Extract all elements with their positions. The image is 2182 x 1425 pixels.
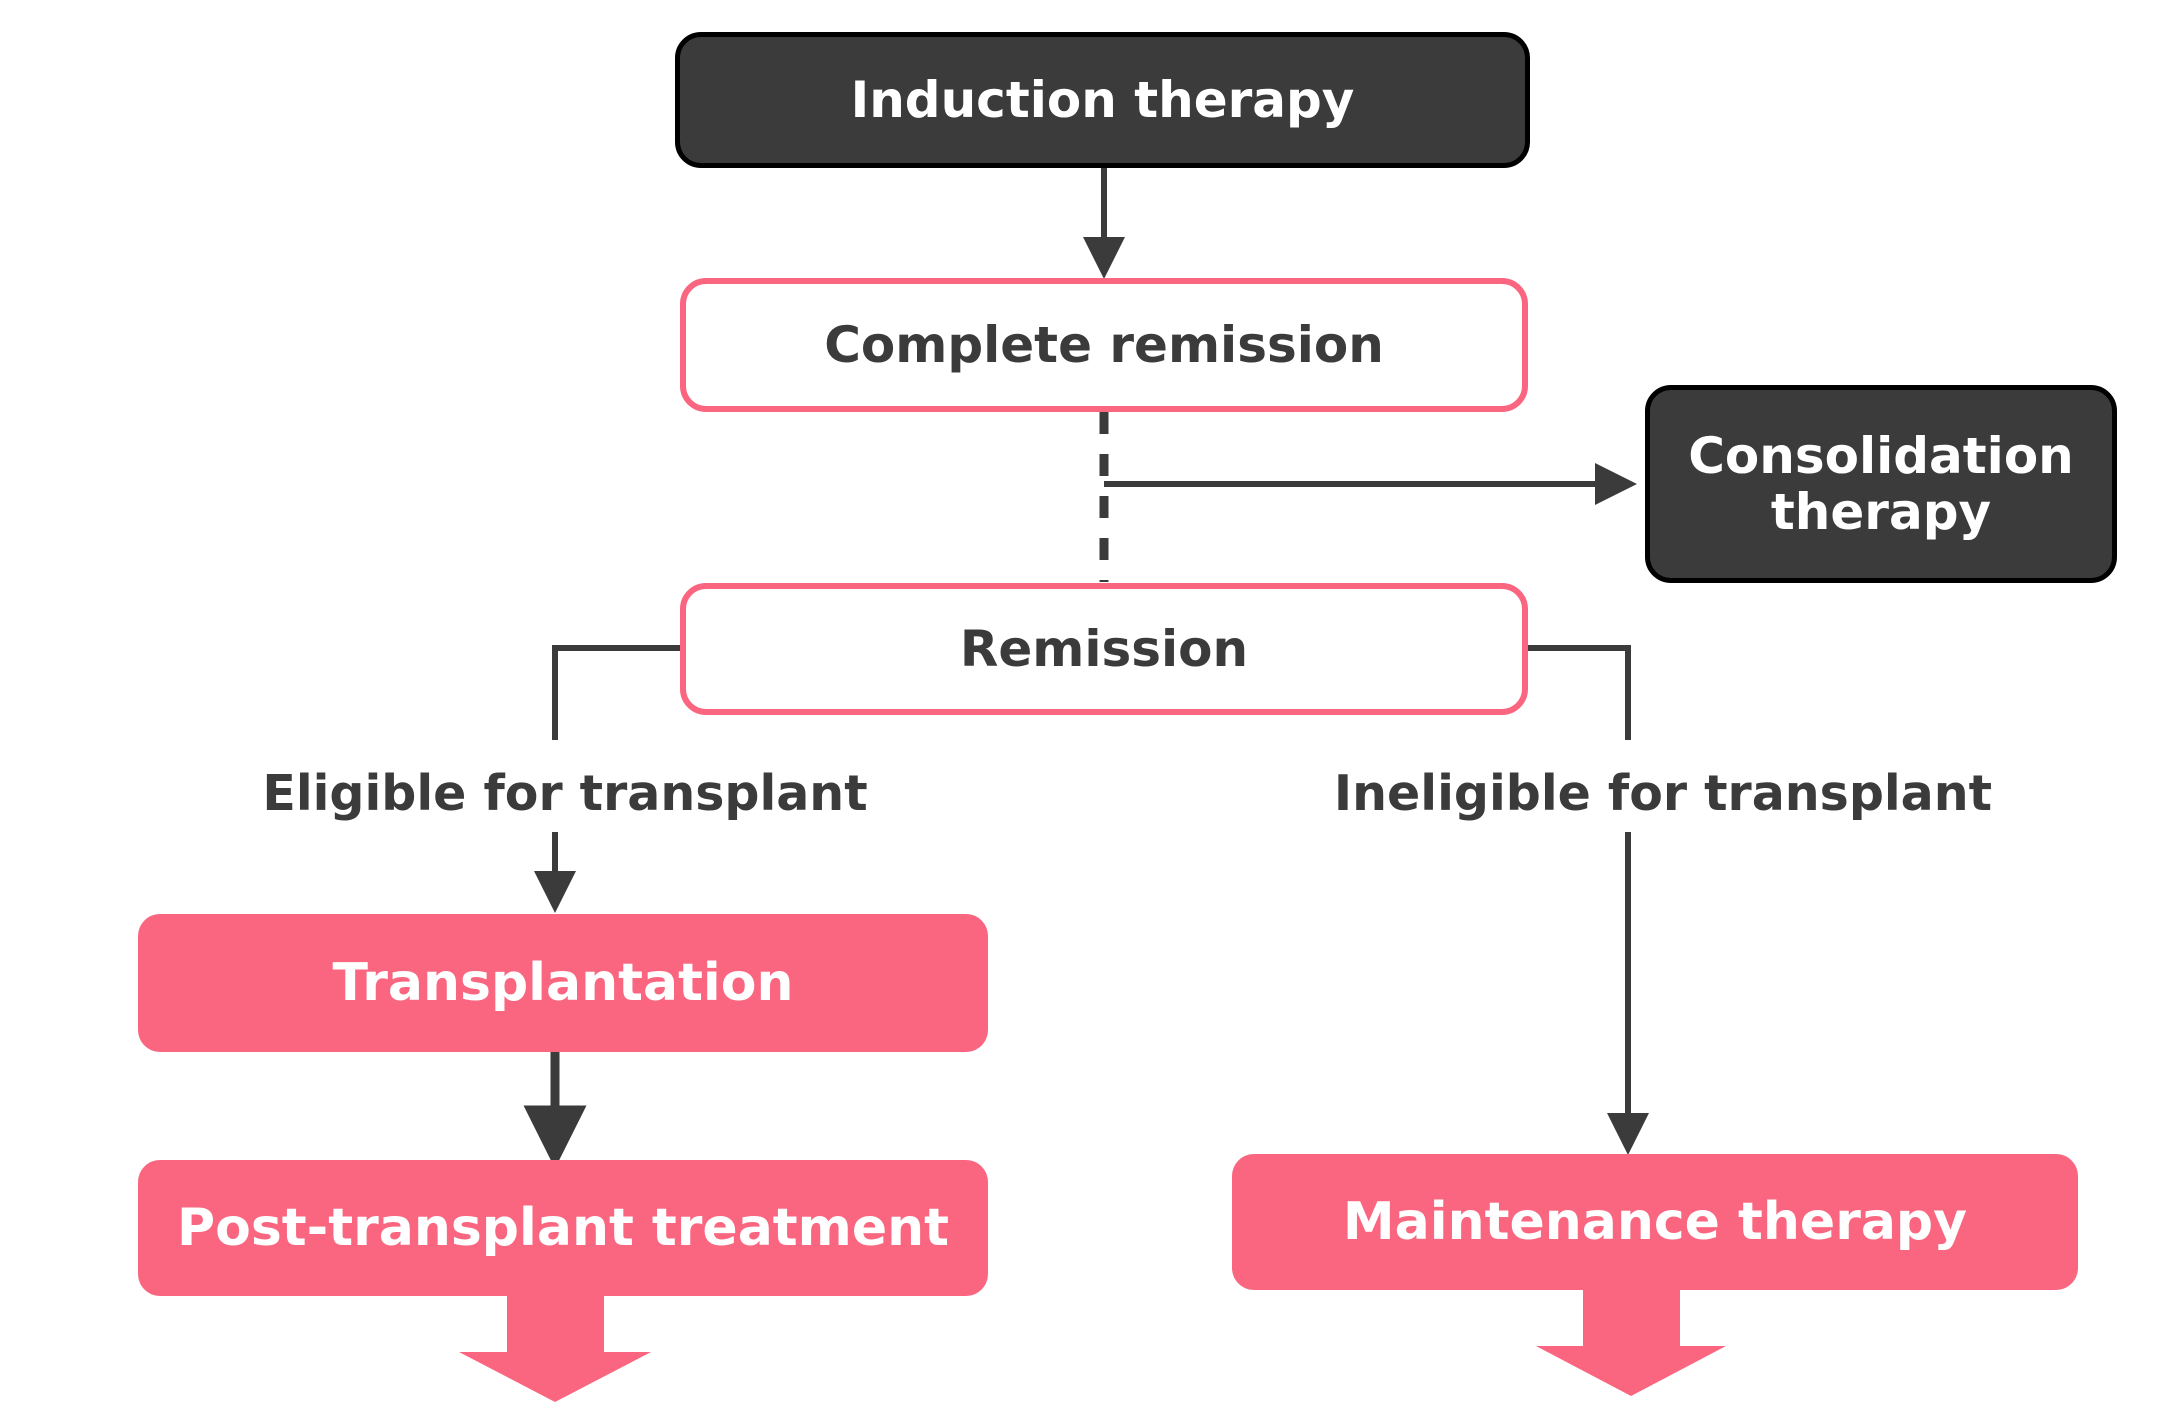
node-consolidation-therapy[interactable]: Consolidation therapy <box>1645 385 2117 583</box>
node-induction-therapy[interactable]: Induction therapy <box>675 32 1530 168</box>
node-induction-therapy-label: Induction therapy <box>850 71 1355 129</box>
edge-remission-right-elbow <box>1524 645 1631 740</box>
node-consolidation-therapy-label: Consolidation therapy <box>1688 427 2074 541</box>
edge-label-ineligible-text: Ineligible for transplant <box>1333 765 1993 822</box>
block-arrow-posttransplant-continue <box>459 1295 651 1402</box>
node-post-transplant-treatment[interactable]: Post-transplant treatment <box>138 1160 988 1296</box>
node-complete-remission-label: Complete remission <box>824 316 1384 374</box>
node-transplantation[interactable]: Transplantation <box>138 914 988 1052</box>
block-arrow-maintenance-continue <box>1536 1290 1726 1396</box>
node-maintenance-therapy[interactable]: Maintenance therapy <box>1232 1154 2078 1290</box>
node-remission[interactable]: Remission <box>680 583 1528 715</box>
node-complete-remission[interactable]: Complete remission <box>680 278 1528 412</box>
node-maintenance-therapy-label: Maintenance therapy <box>1342 1191 1968 1252</box>
edge-label-eligible-text: Eligible for transplant <box>262 765 868 822</box>
node-remission-label: Remission <box>959 620 1249 678</box>
edge-label-eligible-for-transplant: Eligible for transplant <box>262 765 867 822</box>
edge-label-ineligible-for-transplant: Ineligible for transplant <box>1334 765 1992 822</box>
edge-remission-left-elbow <box>552 645 683 740</box>
node-post-transplant-treatment-label: Post-transplant treatment <box>177 1197 949 1258</box>
node-transplantation-label: Transplantation <box>332 952 794 1013</box>
